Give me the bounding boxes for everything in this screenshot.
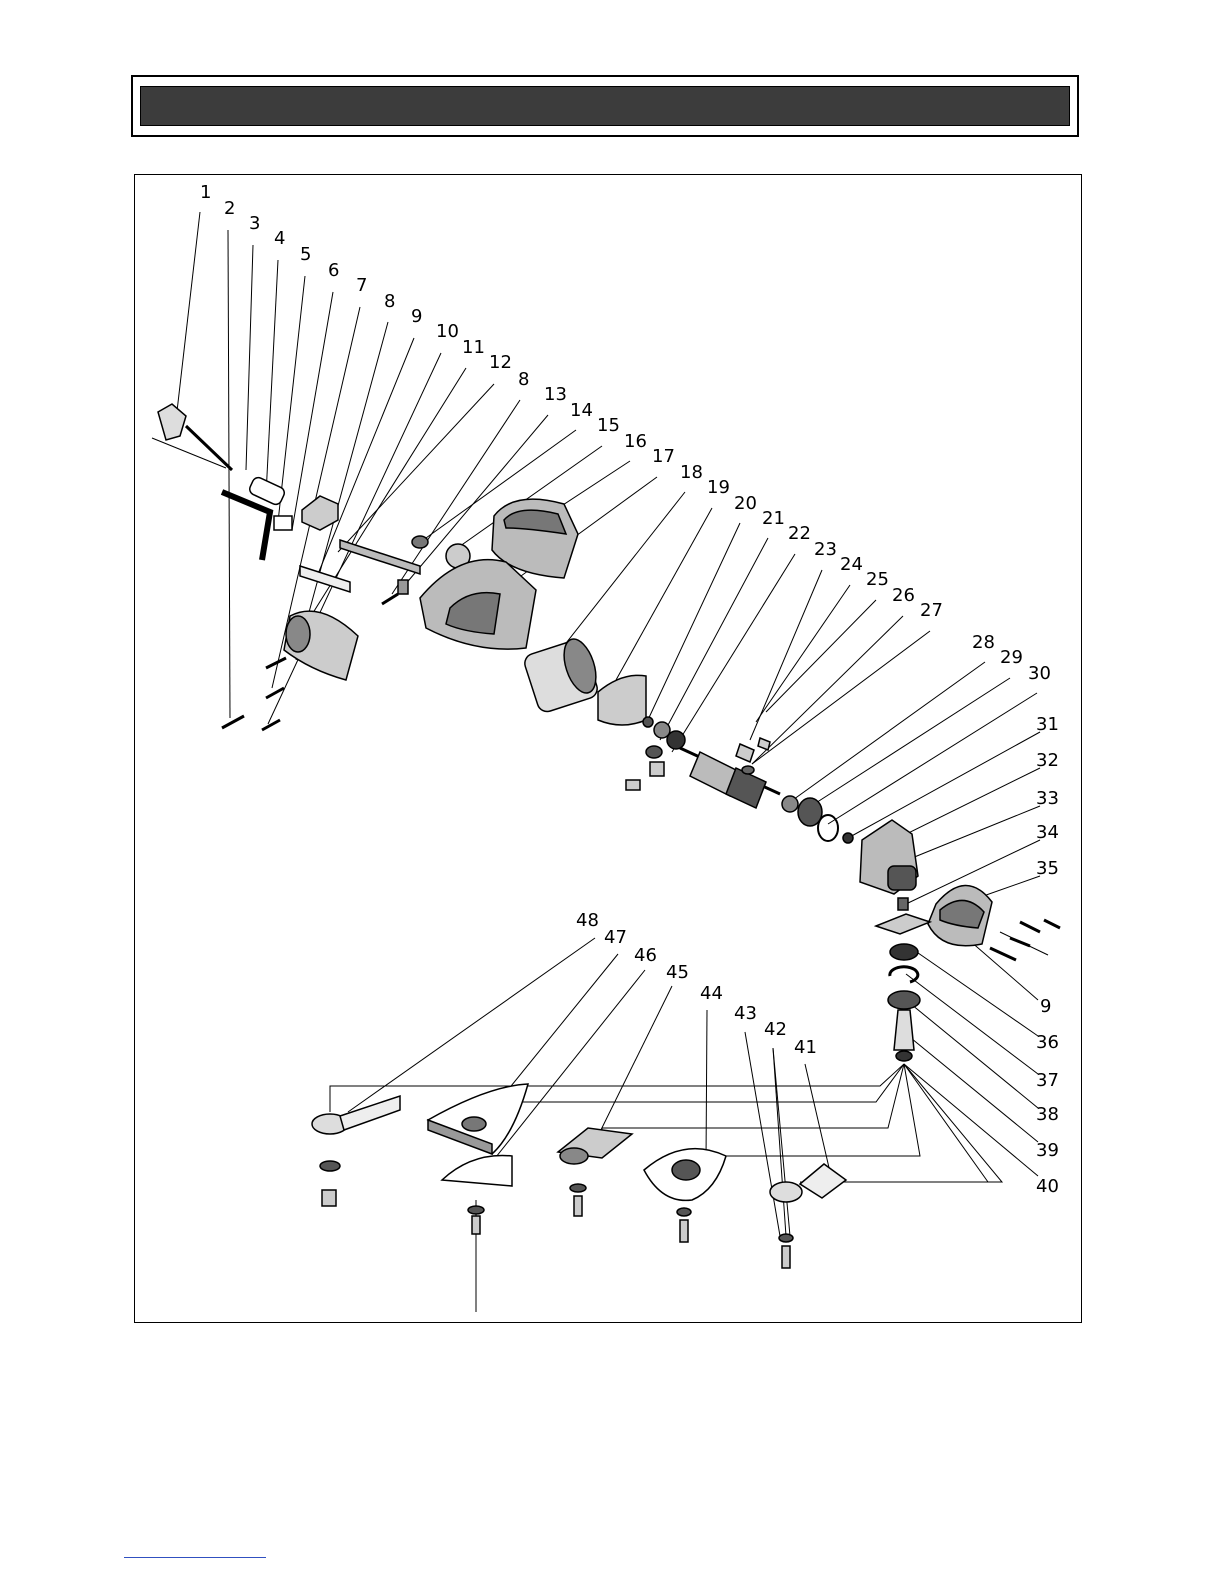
part-label: 30 bbox=[1028, 663, 1051, 684]
part-label: 14 bbox=[570, 400, 593, 421]
part-label: 23 bbox=[814, 539, 837, 560]
switch-slider-icon bbox=[340, 540, 420, 574]
ring-icon bbox=[742, 766, 754, 774]
part-label: 42 bbox=[764, 1019, 787, 1040]
brush-icon bbox=[412, 536, 428, 548]
fan-baffle-icon bbox=[598, 675, 646, 725]
part-label: 13 bbox=[544, 384, 567, 405]
part-label: 24 bbox=[840, 554, 863, 575]
part-label: 8 bbox=[384, 291, 395, 312]
brush-holder-icon bbox=[650, 762, 664, 776]
part-label: 22 bbox=[788, 523, 811, 544]
footer-rule bbox=[124, 1557, 266, 1558]
part-label: 37 bbox=[1036, 1070, 1059, 1091]
bearing-icon bbox=[667, 731, 685, 749]
part-label: 10 bbox=[436, 321, 459, 342]
part-label: 26 bbox=[892, 585, 915, 606]
part-label: 9 bbox=[1040, 996, 1051, 1017]
armature-icon bbox=[680, 748, 780, 808]
part-label: 38 bbox=[1036, 1104, 1059, 1125]
part-label: 29 bbox=[1000, 647, 1023, 668]
spring-icon bbox=[398, 580, 408, 594]
washer-icon bbox=[843, 833, 853, 843]
o-ring-icon bbox=[818, 815, 838, 841]
part-label: 27 bbox=[920, 600, 943, 621]
part-label: 45 bbox=[666, 962, 689, 983]
spindle-icon bbox=[894, 1010, 914, 1050]
clip-icon bbox=[736, 744, 754, 762]
stator-icon bbox=[522, 635, 602, 714]
part-label: 15 bbox=[597, 415, 620, 436]
flush-cut-blade-icon bbox=[770, 1164, 846, 1268]
part-label: 35 bbox=[1036, 858, 1059, 879]
part-label: 44 bbox=[700, 983, 723, 1004]
cord-clamp-icon bbox=[274, 516, 292, 530]
part-label: 5 bbox=[300, 244, 311, 265]
part-label: 47 bbox=[604, 927, 627, 948]
part-label: 36 bbox=[1036, 1032, 1059, 1053]
scraper-blade-icon bbox=[558, 1128, 632, 1216]
circlip-icon bbox=[890, 967, 918, 982]
part-label: 18 bbox=[680, 462, 703, 483]
part-label: 6 bbox=[328, 260, 339, 281]
part-label: 33 bbox=[1036, 788, 1059, 809]
rear-cap-icon bbox=[284, 611, 358, 680]
plunge-blade-icon bbox=[312, 1096, 400, 1206]
part-label: 17 bbox=[652, 446, 675, 467]
part-label: 12 bbox=[489, 352, 512, 373]
segment-saw-blade-icon bbox=[644, 1149, 726, 1242]
spindle-flange-icon bbox=[896, 1051, 912, 1061]
part-label: 25 bbox=[866, 569, 889, 590]
part-label: 34 bbox=[1036, 822, 1059, 843]
part-label: 48 bbox=[576, 910, 599, 931]
eccentric-fork-icon bbox=[876, 914, 930, 934]
part-label: 19 bbox=[707, 477, 730, 498]
power-cord-icon bbox=[158, 404, 232, 470]
part-label: 39 bbox=[1036, 1140, 1059, 1161]
part-label: 2 bbox=[224, 198, 235, 219]
washer-icon bbox=[643, 717, 653, 727]
switch-plate-icon bbox=[300, 566, 350, 592]
terminal-icon bbox=[626, 780, 640, 790]
part-label: 3 bbox=[249, 213, 260, 234]
small-part-icon bbox=[646, 746, 662, 758]
part-drawings bbox=[158, 404, 1060, 1268]
cord-sleeve-icon bbox=[248, 476, 286, 507]
screws-icon bbox=[990, 920, 1060, 960]
front-cover-icon bbox=[928, 885, 992, 945]
part-label: 43 bbox=[734, 1003, 757, 1024]
bearing-icon bbox=[890, 944, 918, 960]
part-label: 7 bbox=[356, 275, 367, 296]
gear-housing-icon bbox=[860, 820, 918, 894]
part-label: 21 bbox=[762, 508, 785, 529]
part-label: 32 bbox=[1036, 750, 1059, 771]
sanding-pad-icon bbox=[428, 1084, 528, 1234]
part-label: 28 bbox=[972, 632, 995, 653]
part-label: 9 bbox=[411, 306, 422, 327]
part-label: 8 bbox=[518, 369, 529, 390]
part-label: 4 bbox=[274, 228, 285, 249]
bearing-icon bbox=[888, 991, 920, 1009]
part-label: 16 bbox=[624, 431, 647, 452]
part-label: 20 bbox=[734, 493, 757, 514]
eccentric-bearing-icon bbox=[898, 898, 908, 910]
main-housing-icon bbox=[420, 560, 536, 650]
part-label: 40 bbox=[1036, 1176, 1059, 1197]
clip-icon bbox=[758, 738, 770, 750]
part-label: 1 bbox=[200, 182, 211, 203]
part-label: 46 bbox=[634, 945, 657, 966]
part-label: 11 bbox=[462, 337, 485, 358]
part-label: 31 bbox=[1036, 714, 1059, 735]
bearing-icon bbox=[782, 796, 798, 812]
part-label: 41 bbox=[794, 1037, 817, 1058]
